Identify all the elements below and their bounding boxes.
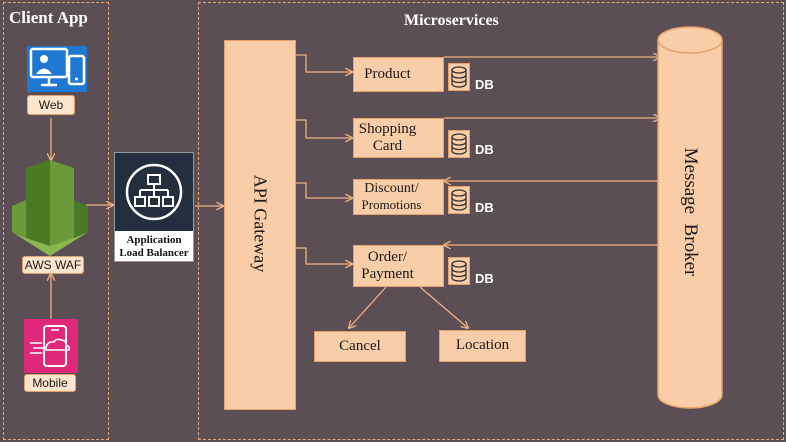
arrow-gateway-to-shopping: [296, 119, 352, 138]
microservices-title: Microservices: [404, 12, 499, 29]
product-service: Product: [353, 57, 444, 92]
shopping-label-line1: Shopping: [358, 120, 417, 137]
message-broker-cylinder: [657, 26, 723, 409]
cancel-service: Cancel: [314, 331, 406, 362]
product-label: Product: [364, 65, 411, 82]
order-label-line1: Order/: [367, 248, 408, 265]
alb-label-line2: Load Balancer: [119, 247, 189, 259]
arrow-gateway-to-discount: [296, 182, 352, 198]
client-app-panel: [3, 2, 109, 440]
shopping-label-line2: Card: [372, 138, 403, 154]
load-balancer-icon: [115, 153, 193, 231]
arrow-order-to-location: [419, 286, 468, 328]
shopping-db-label: DB: [475, 142, 494, 157]
waf-icon: [12, 160, 88, 256]
waf-label: AWS WAF: [22, 256, 84, 274]
order-label-line2: Payment: [361, 266, 414, 282]
order-db-label: DB: [475, 271, 494, 286]
microservices-panel: [198, 2, 784, 440]
discount-db-label: DB: [475, 200, 494, 215]
alb-label-line1: Application: [126, 234, 182, 246]
alb-card: Application Load Balancer: [114, 152, 194, 262]
api-gateway: [224, 40, 296, 410]
order-payment-service: Order/ Payment: [353, 245, 444, 287]
product-db-label: DB: [475, 77, 494, 92]
mobile-icon: [24, 319, 78, 373]
web-icon: [27, 46, 87, 92]
api-gateway-label: API Gateway: [250, 174, 271, 273]
client-app-title: Client App: [9, 8, 88, 27]
discount-label-line1: Discount/: [364, 181, 419, 197]
discount-service: Discount/ Promotions: [353, 179, 444, 215]
message-broker-label: Message Broker: [680, 147, 701, 277]
shopping-card-service: Shopping Card: [353, 118, 444, 158]
mobile-label: Mobile: [24, 374, 76, 392]
web-label: Web: [27, 95, 75, 115]
discount-label-line2: Promotions: [361, 196, 422, 212]
order-db-icon: [448, 257, 470, 285]
product-db-icon: [448, 63, 470, 91]
discount-db-icon: [448, 186, 470, 214]
location-service: Location: [439, 330, 526, 362]
shopping-db-icon: [448, 130, 470, 158]
arrow-gateway-to-order: [296, 247, 352, 264]
arrow-order-to-cancel: [349, 286, 387, 328]
arrow-gateway-to-product: [296, 54, 352, 72]
